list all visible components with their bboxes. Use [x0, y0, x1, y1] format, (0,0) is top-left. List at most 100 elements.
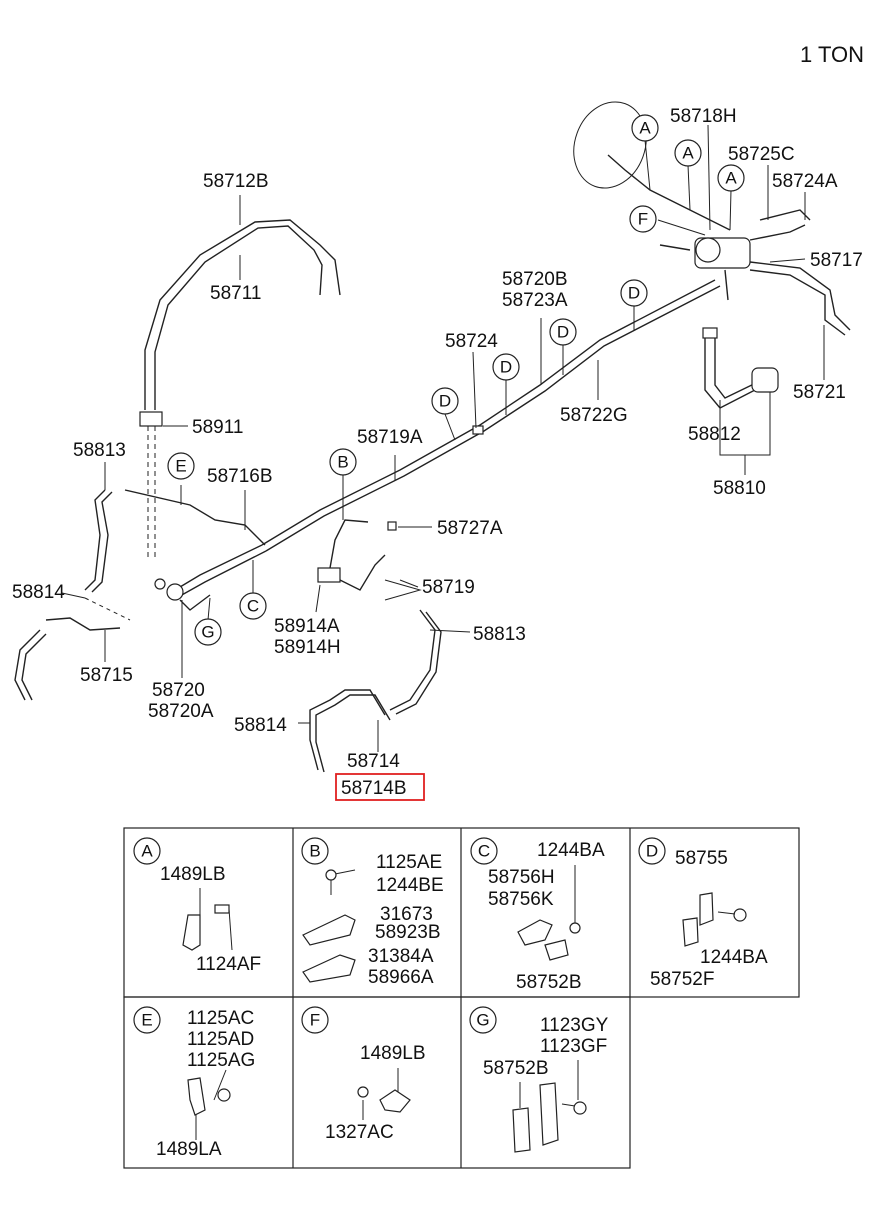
detail-cell-f: F 1489LB 1327AC [301, 1006, 426, 1143]
label-58810: 58810 [713, 478, 766, 499]
svg-text:D: D [439, 392, 451, 411]
label-58814-left: 58814 [12, 582, 65, 603]
svg-text:A: A [725, 169, 737, 188]
callout-a-3: A [717, 164, 745, 192]
detail-cell-a: A 1489LB 1124AF [133, 837, 261, 975]
svg-text:B: B [309, 842, 320, 861]
callout-g: G [194, 618, 222, 646]
label-58724A: 58724A [772, 171, 838, 192]
svg-text:1244BE: 1244BE [376, 875, 444, 896]
label-58725C: 58725C [728, 144, 795, 165]
label-58723A: 58723A [502, 290, 568, 311]
label-58719: 58719 [422, 577, 475, 598]
vacuum-check-valve [751, 367, 779, 393]
svg-text:G: G [201, 623, 214, 642]
svg-text:A: A [141, 842, 153, 861]
leader-lines [61, 124, 825, 752]
part-labels: 58718H 58725C 58724A 58717 58721 58712B … [12, 106, 863, 801]
label-58720A: 58720A [148, 701, 214, 722]
svg-text:E: E [175, 457, 186, 476]
svg-text:31673: 31673 [380, 904, 433, 925]
label-58720B: 58720B [502, 269, 568, 290]
label-58717: 58717 [810, 250, 863, 271]
svg-text:C: C [478, 842, 490, 861]
svg-text:58755: 58755 [675, 848, 728, 869]
callout-d-1: D [620, 279, 648, 307]
detail-cell-b: B 1125AE 1244BE 31673 58923B 31384A 5896… [301, 837, 444, 988]
svg-text:D: D [646, 842, 658, 861]
svg-text:58756K: 58756K [488, 889, 554, 910]
callout-a-2: A [674, 139, 702, 167]
svg-text:58752F: 58752F [650, 969, 714, 990]
label-58714: 58714 [347, 751, 400, 772]
pipe-assembly [14, 101, 851, 773]
svg-text:1123GF: 1123GF [540, 1036, 607, 1057]
label-58727A: 58727A [437, 518, 503, 539]
svg-text:1244BA: 1244BA [537, 840, 605, 861]
svg-text:F: F [310, 1011, 320, 1030]
callout-c: C [239, 592, 267, 620]
label-58711: 58711 [210, 283, 261, 304]
label-58724: 58724 [445, 331, 498, 352]
callout-b: B [329, 448, 357, 476]
svg-text:58923B: 58923B [375, 922, 441, 943]
label-58720: 58720 [152, 680, 205, 701]
svg-text:1489LB: 1489LB [160, 864, 226, 885]
label-58911: 58911 [192, 417, 243, 438]
label-58814-right: 58814 [234, 715, 287, 736]
svg-text:58756H: 58756H [488, 867, 555, 888]
detail-cell-e: E 1125AC 1125AD 1125AG 1489LA [133, 1006, 255, 1160]
highlight-box [335, 773, 425, 801]
label-58721: 58721 [793, 382, 846, 403]
callout-d-3: D [492, 353, 520, 381]
callout-d-4: D [431, 387, 459, 415]
svg-text:D: D [557, 323, 569, 342]
label-58812: 58812 [688, 424, 741, 445]
svg-text:1124AF: 1124AF [196, 954, 261, 975]
svg-text:58752B: 58752B [516, 972, 582, 993]
detail-grid: A 1489LB 1124AF B 1125AE 1244BE 31673 58… [123, 827, 800, 1169]
svg-text:D: D [628, 284, 640, 303]
detail-cell-c: C 1244BA 58756H 58756K 58752B [470, 837, 605, 993]
svg-text:D: D [500, 358, 512, 377]
label-58712B: 58712B [203, 171, 269, 192]
label-58715: 58715 [80, 665, 133, 686]
svg-text:B: B [337, 453, 348, 472]
label-58718H: 58718H [670, 106, 737, 127]
callout-e: E [167, 452, 195, 480]
label-58716B: 58716B [207, 466, 273, 487]
svg-text:1125AE: 1125AE [376, 852, 442, 873]
callout-f: F [629, 205, 657, 233]
page-title: 1 TON [800, 42, 864, 67]
svg-text:1123GY: 1123GY [540, 1015, 609, 1036]
svg-text:A: A [639, 119, 651, 138]
svg-text:F: F [638, 210, 648, 229]
svg-text:58966A: 58966A [368, 967, 434, 988]
detail-cell-d: D 58755 1244BA 58752F [638, 837, 768, 990]
callout-a-1: A [631, 114, 659, 142]
svg-text:A: A [682, 144, 694, 163]
label-58813-right: 58813 [473, 624, 526, 645]
svg-text:1489LB: 1489LB [360, 1043, 426, 1064]
label-58914H: 58914H [274, 637, 341, 658]
brake-booster-outline [573, 101, 647, 189]
label-58719A: 58719A [357, 427, 423, 448]
svg-text:1125AC: 1125AC [187, 1008, 254, 1029]
svg-text:1125AG: 1125AG [187, 1050, 255, 1071]
svg-text:1244BA: 1244BA [700, 947, 768, 968]
svg-text:G: G [476, 1011, 489, 1030]
svg-text:1489LA: 1489LA [156, 1139, 222, 1160]
detail-cell-g: G 1123GY 1123GF 58752B [469, 1006, 609, 1153]
callout-d-2: D [549, 318, 577, 346]
label-58714B-highlighted[interactable]: 58714B [341, 778, 407, 799]
svg-text:1125AD: 1125AD [187, 1029, 254, 1050]
svg-text:31384A: 31384A [368, 946, 434, 967]
svg-text:E: E [141, 1011, 152, 1030]
svg-text:58752B: 58752B [483, 1058, 549, 1079]
svg-text:C: C [247, 597, 259, 616]
callout-letters: A A A F D D D D B E C G [167, 114, 745, 646]
label-58914A: 58914A [274, 616, 340, 637]
label-58722G: 58722G [560, 405, 628, 426]
label-58813-left: 58813 [73, 440, 126, 461]
